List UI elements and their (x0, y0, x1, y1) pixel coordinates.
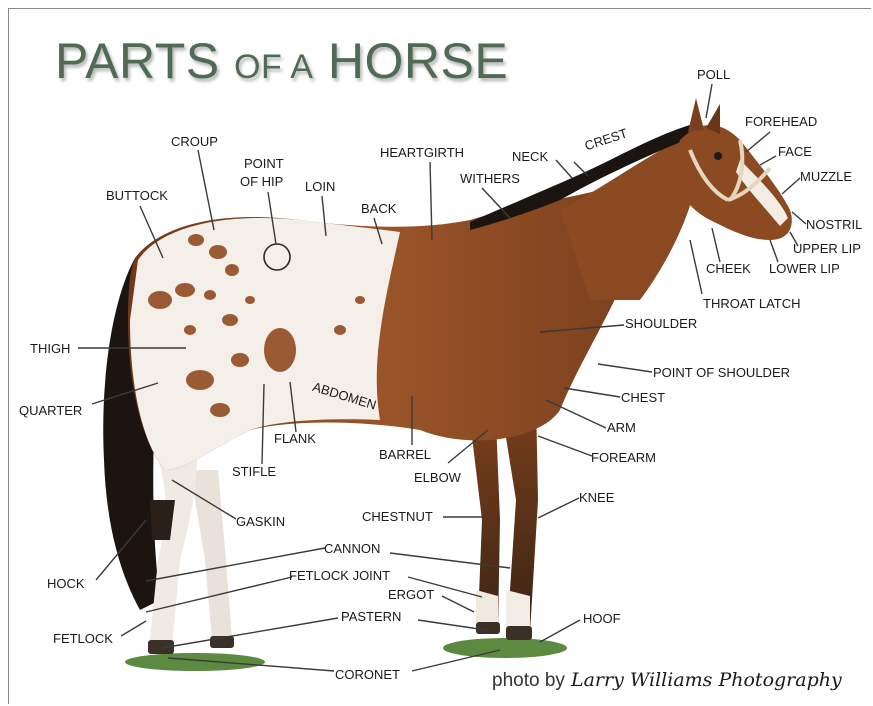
near-hind-leg (150, 440, 197, 648)
label-buttock: BUTTOCK (106, 189, 168, 203)
label-forearm: FOREARM (591, 451, 656, 465)
label-croup: CROUP (171, 135, 218, 149)
label-loin: LOIN (305, 180, 335, 194)
label-arm: ARM (607, 421, 636, 435)
label-point-of-hip-line2: OF HIP (240, 175, 283, 189)
label-lower-lip: LOWER LIP (769, 262, 840, 276)
label-forehead: FOREHEAD (745, 115, 817, 129)
label-pastern: PASTERN (341, 610, 401, 624)
label-muzzle: MUZZLE (800, 170, 852, 184)
label-fetlock-joint: FETLOCK JOINT (289, 569, 390, 583)
label-fetlock: FETLOCK (53, 632, 113, 646)
label-stifle: STIFLE (232, 465, 276, 479)
label-face: FACE (778, 145, 812, 159)
label-cheek: CHEEK (706, 262, 751, 276)
label-thigh: THIGH (30, 342, 70, 356)
label-heartgirth: HEARTGIRTH (380, 146, 464, 160)
near-fore-sock (506, 590, 530, 632)
label-gaskin: GASKIN (236, 515, 285, 529)
label-nostril: NOSTRIL (806, 218, 862, 232)
label-point-of-shoulder: POINT OF SHOULDER (653, 366, 790, 380)
label-throat-latch: THROAT LATCH (703, 297, 801, 311)
label-knee: KNEE (579, 491, 614, 505)
ear (688, 98, 704, 132)
label-back: BACK (361, 202, 396, 216)
label-chest: CHEST (621, 391, 665, 405)
label-hock: HOCK (47, 577, 85, 591)
label-withers: WITHERS (460, 172, 520, 186)
label-point-of-hip-line1: POINT (244, 157, 284, 171)
photo-credit: photo by Larry Williams Photography (492, 669, 842, 692)
label-ergot: ERGOT (388, 588, 434, 602)
label-shoulder: SHOULDER (625, 317, 697, 331)
photo-credit-prefix: photo by (492, 670, 565, 691)
label-poll: POLL (697, 68, 730, 82)
label-chestnut: CHESTNUT (362, 510, 433, 524)
label-neck: NECK (512, 150, 548, 164)
grass-front (443, 638, 567, 658)
label-coronet: CORONET (335, 668, 400, 682)
label-flank: FLANK (274, 432, 316, 446)
photo-credit-name: Larry Williams Photography (571, 669, 842, 691)
eye (714, 152, 722, 160)
label-hoof: HOOF (583, 612, 621, 626)
label-cannon: CANNON (324, 542, 380, 556)
grass-hind (125, 653, 265, 671)
label-upper-lip: UPPER LIP (793, 242, 861, 256)
label-barrel: BARREL (379, 448, 431, 462)
label-elbow: ELBOW (414, 471, 461, 485)
head (670, 125, 792, 240)
label-quarter: QUARTER (19, 404, 82, 418)
